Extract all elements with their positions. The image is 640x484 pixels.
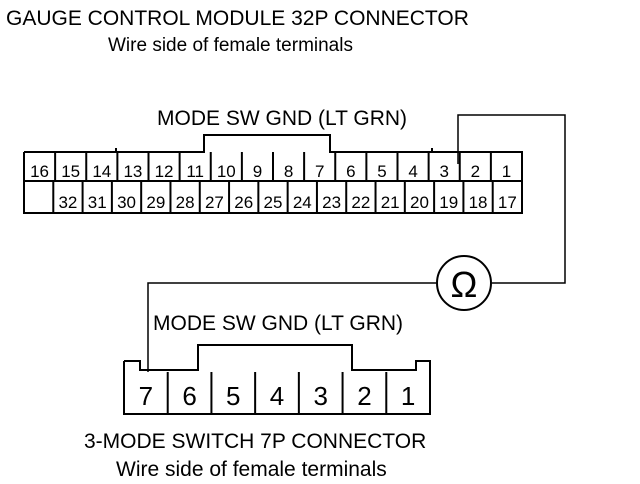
gauge-pin-label: 30 (117, 193, 136, 212)
gauge-pin-label: 8 (284, 162, 293, 181)
gauge-pin-label: 26 (234, 193, 253, 212)
switch-pin-label: 3 (313, 381, 327, 411)
wire-to-switch-pin7 (147, 282, 436, 372)
gauge-pin-label: 13 (123, 162, 142, 181)
gauge-pin-label: 28 (176, 193, 195, 212)
gauge-pin-label: 29 (146, 193, 165, 212)
switch-pin-label: 6 (182, 381, 196, 411)
gauge-pin-label: 12 (155, 162, 174, 181)
gauge-row1-labels: 16 15 14 13 12 11 10 9 8 7 6 5 4 3 2 1 (30, 162, 511, 181)
gauge-pin-label: 7 (315, 162, 324, 181)
gauge-pin-label: 15 (61, 162, 80, 181)
gauge-pin-label: 10 (217, 162, 236, 181)
meter-wires (147, 114, 566, 372)
gauge-pin-label: 18 (469, 193, 488, 212)
gauge-pin-label: 25 (264, 193, 283, 212)
switch-pin-dividers (166, 372, 388, 414)
gauge-wire-label: MODE SW GND (LT GRN) (157, 107, 408, 130)
switch-connector-subtitle: Wire side of female terminals (116, 458, 387, 481)
gauge-row2-labels: 32 31 30 29 28 27 26 25 24 23 22 21 20 19 18 17 (58, 193, 516, 212)
gauge-pin-label: 27 (205, 193, 224, 212)
gauge-row1-dividers (54, 152, 492, 181)
switch-pin-label: 5 (226, 381, 240, 411)
gauge-pin-label: 1 (502, 162, 511, 181)
gauge-pin-label: 6 (346, 162, 355, 181)
switch-pin-label: 7 (139, 381, 153, 411)
gauge-pin-label: 9 (253, 162, 262, 181)
gauge-pin-label: 14 (92, 162, 111, 181)
switch-pin-label: 1 (401, 381, 415, 411)
switch-connector-title: 3-MODE SWITCH 7P CONNECTOR (84, 430, 427, 453)
gauge-pin-label: 21 (381, 193, 400, 212)
gauge-row2-dividers (52, 181, 494, 213)
gauge-pin-label: 2 (471, 162, 480, 181)
gauge-pin-label: 4 (408, 162, 417, 181)
gauge-pin-label: 3 (439, 162, 448, 181)
gauge-pin-label: 20 (410, 193, 429, 212)
gauge-connector-subtitle: Wire side of female terminals (108, 35, 353, 56)
gauge-pin-label: 19 (439, 193, 458, 212)
gauge-pin-label: 11 (186, 162, 204, 181)
gauge-pin-label: 5 (377, 162, 386, 181)
gauge-pin-label: 22 (351, 193, 370, 212)
switch-pin-label: 2 (357, 381, 371, 411)
ohm-symbol: Ω (451, 264, 478, 305)
gauge-pin-label: 31 (88, 193, 107, 212)
gauge-connector-title: GAUGE CONTROL MODULE 32P CONNECTOR (6, 7, 469, 30)
switch-connector-body (123, 344, 431, 415)
ohmmeter-icon (436, 255, 492, 311)
gauge-pin-label: 17 (498, 193, 517, 212)
switch-pin-label: 4 (270, 381, 284, 411)
gauge-pin-label: 16 (30, 162, 49, 181)
gauge-pin-label: 24 (293, 193, 312, 212)
gauge-pin-label: 23 (322, 193, 341, 212)
wire-to-gauge-pin2 (457, 114, 566, 284)
switch-wire-label: MODE SW GND (LT GRN) (153, 312, 404, 335)
gauge-pin-label: 32 (58, 193, 77, 212)
